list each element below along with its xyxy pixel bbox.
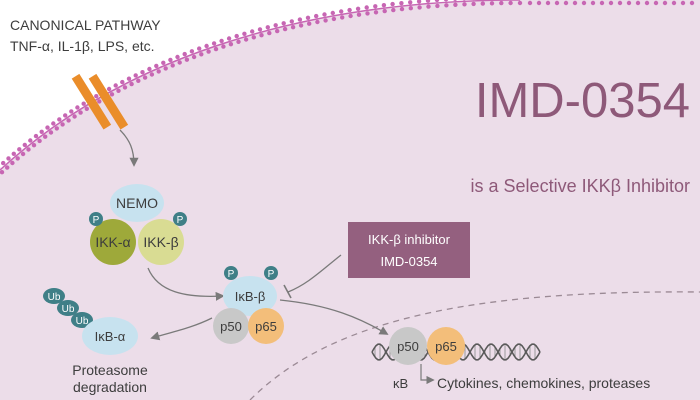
arrow-ikk-to-ikb (147, 267, 225, 301)
p65-node (248, 308, 284, 344)
target-genes-label: Cytokines, chemokines, proteases (437, 375, 650, 391)
phospho-badge-ikb-left (224, 266, 238, 280)
pathway-ligands: TNF-α, IL-1β, LPS, etc. (10, 38, 155, 54)
page-title: IMD-0354 (475, 74, 690, 128)
ub-label-3: Ub (76, 316, 89, 327)
ub-node-1 (43, 288, 65, 304)
p50-node (213, 308, 249, 344)
nuclear-p50-label: p50 (397, 339, 419, 354)
phospho-label-ikb-left: P (228, 269, 235, 280)
nemo-label: NEMO (116, 195, 158, 211)
ikb-alpha-label: IκB-α (95, 329, 126, 344)
arrow-to-genes (420, 364, 435, 385)
inhibitor-box (348, 222, 470, 278)
inhibitor-box-line1: IKK-β inhibitor (368, 232, 451, 247)
phospho-badge-ikk-alpha (89, 212, 103, 226)
ikk-beta-node (138, 219, 184, 265)
inhibition-line (283, 254, 342, 299)
arrow-to-degradation (150, 317, 213, 341)
ub-label-1: Ub (48, 292, 61, 303)
nuclear-p50-node (389, 327, 427, 365)
cell-membrane (0, 0, 521, 171)
nuclear-p65-node (427, 327, 465, 365)
phospho-label-ikb-right: P (268, 269, 275, 280)
p50-label: p50 (220, 319, 242, 334)
arrow-receptor-to-nemo (119, 129, 139, 167)
inhibitor-box-line2: IMD-0354 (380, 254, 437, 269)
phospho-label-ikk-alpha: P (93, 215, 100, 226)
page-subtitle: is a Selective IKKβ Inhibitor (471, 176, 690, 196)
phospho-badge-ikk-beta (173, 212, 187, 226)
ikk-complex: NEMO IKK-α IKK-β P P (89, 184, 187, 265)
degradation-label-line2: degradation (73, 379, 147, 395)
kb-label: κB (393, 376, 408, 391)
phospho-badge-ikb-right (264, 266, 278, 280)
pathway-heading: CANONICAL PATHWAY (10, 17, 161, 33)
ub-label-2: Ub (62, 304, 75, 315)
membrane-lipid-dots (0, 0, 695, 175)
ikk-beta-label: IKK-β (143, 234, 178, 250)
ikb-alpha-node (82, 317, 138, 355)
receptor-icon (71, 73, 129, 130)
ikb-nfkb-complex: IκB-β P P p50 p65 (213, 266, 284, 344)
nemo-node (110, 184, 164, 222)
ikb-beta-label: IκB-β (235, 289, 266, 304)
phospho-label-ikk-beta: P (177, 215, 184, 226)
ubiquitin-chain: Ub Ub Ub (43, 288, 93, 328)
ub-node-3 (71, 312, 93, 328)
p65-label: p65 (255, 319, 277, 334)
nuclear-p65-label: p65 (435, 339, 457, 354)
ub-node-2 (57, 300, 79, 316)
ikk-alpha-node (90, 219, 136, 265)
ikb-beta-node (223, 276, 277, 316)
nucleus-membrane (249, 291, 700, 400)
degradation-label-line1: Proteasome (72, 362, 148, 378)
ikk-alpha-label: IKK-α (95, 234, 130, 250)
arrow-to-nucleus (279, 299, 389, 335)
